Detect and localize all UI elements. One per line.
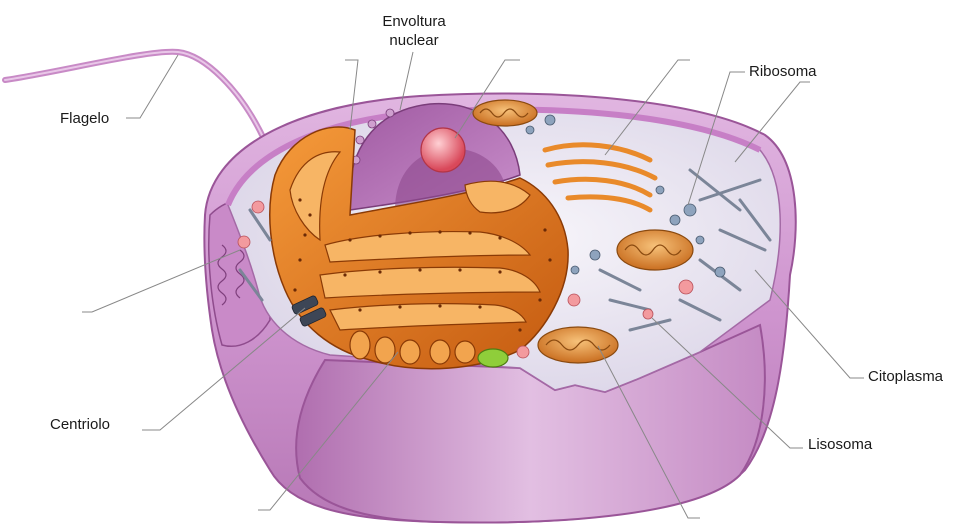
label-flagelo: Flagelo: [60, 109, 109, 128]
label-envoltura-nuclear: Envoltura nuclear: [374, 12, 454, 50]
label-centriolo: Centriolo: [50, 415, 110, 434]
label-envoltura-line2: nuclear: [374, 31, 454, 50]
mitochondrion-top: [473, 100, 537, 126]
label-lisosoma: Lisosoma: [808, 435, 872, 454]
vesicle-green: [478, 349, 508, 367]
label-citoplasma: Citoplasma: [868, 367, 943, 386]
mitochondrion-bottom: [538, 327, 618, 363]
flagellum: [5, 52, 262, 135]
label-ribosoma: Ribosoma: [749, 62, 817, 81]
nucleolus: [421, 128, 465, 172]
mitochondrion-middle: [617, 230, 693, 270]
label-envoltura-line1: Envoltura: [374, 12, 454, 31]
